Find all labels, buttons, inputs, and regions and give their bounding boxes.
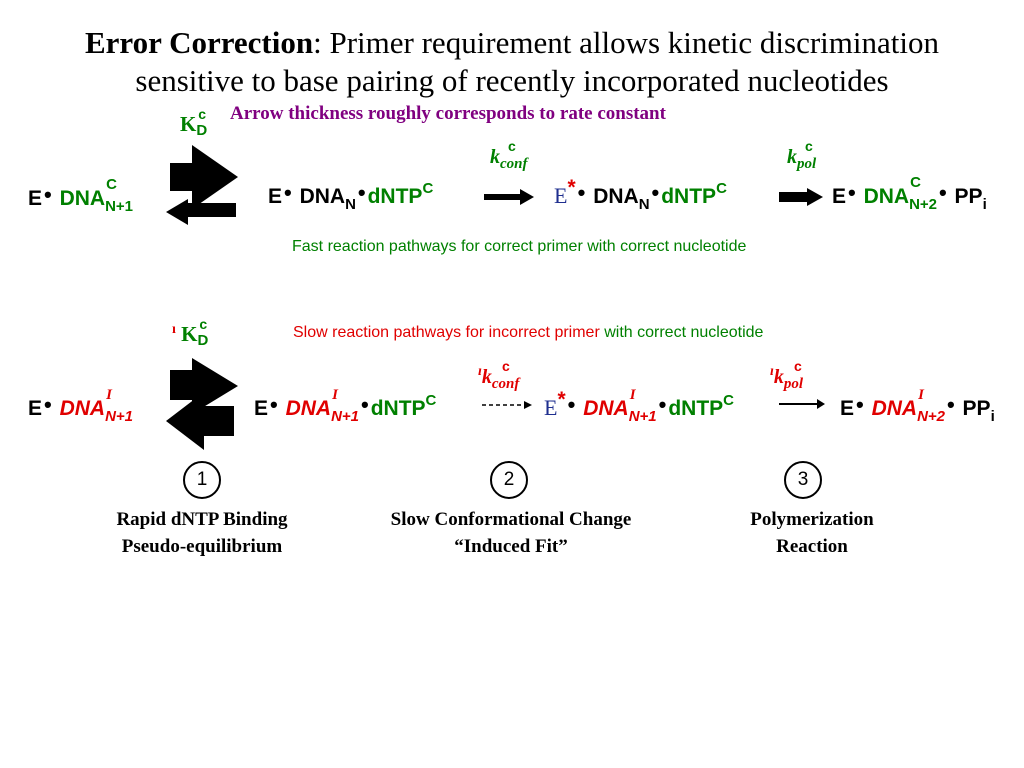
reverse-arrow-thin [166,199,236,225]
step-2-caption: Slow Conformational Change“Induced Fit” [390,509,632,557]
forward-arrow-thick [170,358,238,414]
title-rest: : Primer requirement allows kinetic disc… [313,25,939,60]
step-1-circle: 1 [183,461,221,499]
subtitle-note: Arrow thickness roughly corresponds to r… [230,103,666,124]
row2-equilibrium-arrows [166,358,238,450]
row2-kconf-dashed-arrow [482,401,532,409]
row2-slow-pathway-note: Slow reaction pathways for incorrect pri… [293,324,764,341]
title-bold: Error Correction [84,25,314,60]
row1-kpol-arrow [779,188,823,206]
row1-kd-label: KDc [180,106,208,139]
step-2-circle: 2 [490,461,528,499]
title-line-2: sensitive to base pairing of recently in… [135,63,889,98]
row1-equilibrium-arrows [166,145,238,225]
step-3-circle: 3 [784,461,822,499]
forward-arrow-thick [170,145,238,209]
row1-fast-pathway-note: Fast reaction pathways for correct prime… [292,238,747,255]
row1-kconf-arrow [484,189,534,205]
row2-kd-label: ı KDc [172,316,209,349]
row1-species-2: E• DNAN•dNTPC [268,180,434,213]
row1-species-3: E*• DNAN•dNTPC [554,176,727,213]
reverse-arrow-thick [166,392,234,450]
slide-title: Error Correction: Primer requirement all… [0,24,1024,100]
row2-kpol-arrow [779,399,825,409]
title-line-1: Error Correction: Primer requirement all… [0,24,1024,62]
